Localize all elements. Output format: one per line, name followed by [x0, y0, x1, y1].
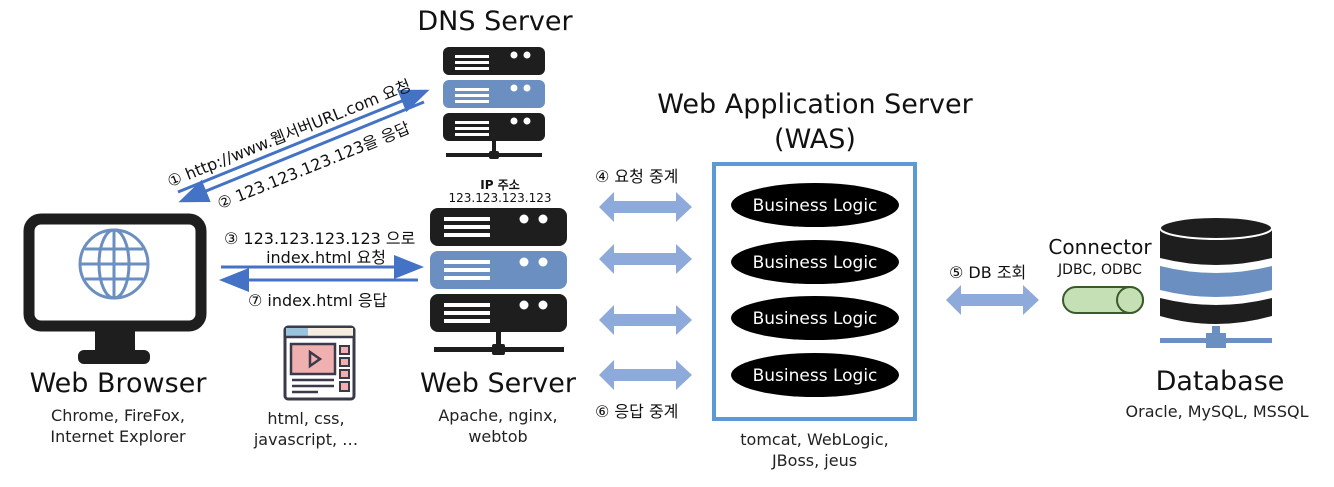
connector-title: Connector [1048, 235, 1152, 259]
business-logic-label: Business Logic [753, 253, 878, 273]
relay-arrow-2 [599, 244, 692, 274]
business-logic-list: Business Logic Business Logic Business L… [731, 183, 899, 397]
relay-arrow-db [946, 285, 1039, 315]
relay-arrows [599, 192, 1039, 390]
web-server-title: Web Server [420, 368, 576, 399]
was-title-abbr: (WAS) [774, 124, 856, 155]
relay-arrow-1 [599, 192, 692, 222]
globe-icon [78, 228, 150, 300]
business-logic-3 [731, 296, 899, 340]
arrow-step1 [177, 89, 430, 194]
web-server-sub1: Apache, nginx, [438, 406, 558, 425]
was-title: Web Application Server [657, 89, 973, 120]
dns-server-title: DNS Server [417, 6, 573, 37]
business-logic-4 [731, 353, 899, 397]
ip-address-label: IP 주소 [480, 178, 520, 192]
business-logic-label: Business Logic [753, 366, 878, 386]
web-browser-sub1: Chrome, FireFox, [51, 406, 185, 425]
step7-label: ⑦ index.html 응답 [248, 291, 388, 310]
database-icon [1159, 216, 1273, 348]
step4-label: ④ 요청 중계 [595, 167, 679, 186]
step3-label-line2: index.html 요청 [266, 248, 386, 267]
static-files-sub1: html, css, [267, 409, 345, 428]
business-logic-label: Business Logic [753, 309, 878, 329]
business-logic-label: Business Logic [753, 196, 878, 216]
connector-sub: JDBC, ODBC [1058, 262, 1142, 278]
connector-icon [1062, 286, 1144, 314]
was-sub1: tomcat, WebLogic, [740, 430, 889, 449]
ip-address-value: 123.123.123.123 [448, 191, 552, 205]
dns-server-icon [443, 47, 545, 159]
business-logic-1 [731, 183, 899, 227]
database-sub: Oracle, MySQL, MSSQL [1125, 402, 1309, 421]
database-title: Database [1155, 366, 1285, 397]
arrow-step2 [178, 100, 425, 203]
web-server-sub2: webtob [468, 427, 528, 446]
web-server-icon [430, 208, 567, 355]
step5-label: ⑤ DB 조회 [949, 263, 1027, 282]
static-files-sub2: javascript, … [253, 430, 359, 449]
web-browser-title: Web Browser [29, 368, 207, 399]
step3-label: ③ 123.123.123.123 으로 [224, 229, 416, 248]
relay-arrow-4 [599, 360, 692, 390]
webpage-icon [283, 325, 356, 401]
relay-arrow-3 [599, 305, 692, 335]
business-logic-2 [731, 240, 899, 284]
web-browser-icon [23, 213, 207, 364]
was-sub2: JBoss, jeus [771, 451, 858, 470]
step6-label: ⑥ 응답 중계 [595, 402, 679, 421]
web-browser-sub2: Internet Explorer [50, 427, 186, 446]
